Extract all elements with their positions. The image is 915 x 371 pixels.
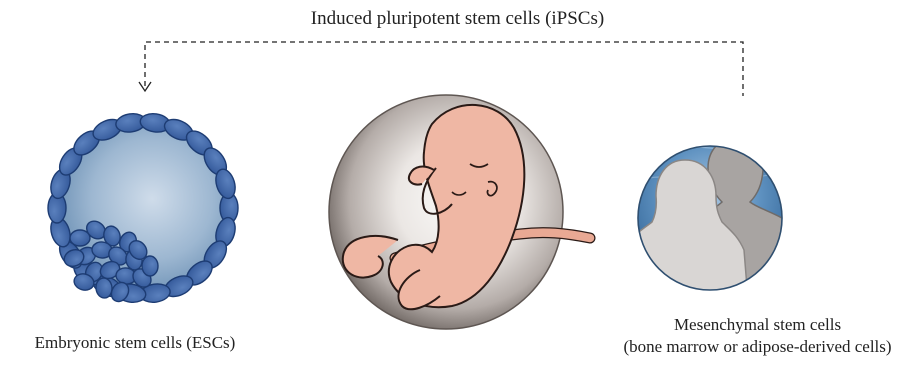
blastocyst-icon [48, 112, 239, 305]
adult-silhouettes-icon [620, 132, 800, 300]
ipsc-label: Induced pluripotent stem cells (iPSCs) [0, 8, 915, 30]
msc-label-line1: Mesenchymal stem cells [600, 314, 915, 336]
embryo-icon [329, 95, 590, 329]
msc-label: Mesenchymal stem cells (bone marrow or a… [600, 314, 915, 358]
inner-cell-mass-cell [142, 256, 158, 276]
esc-label: Embryonic stem cells (ESCs) [0, 333, 270, 353]
ipsc-connector [139, 42, 743, 96]
msc-label-line2: (bone marrow or adipose-derived cells) [600, 336, 915, 358]
